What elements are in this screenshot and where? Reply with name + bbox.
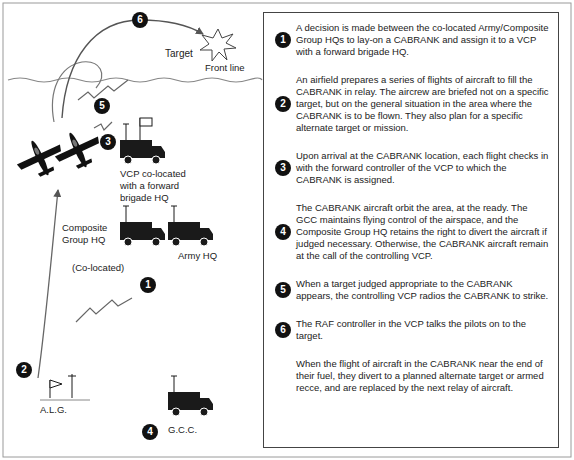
radio-signal	[78, 80, 128, 100]
callout-number: 1	[275, 32, 291, 48]
callout-number: 3	[100, 134, 116, 150]
description-panel: A decision is made between the co-locate…	[263, 12, 559, 448]
part-label: G.C.C.	[168, 424, 197, 436]
callout-number: 2	[275, 96, 291, 112]
outer-frame	[3, 3, 571, 457]
part-label: Target	[165, 48, 193, 60]
callout-number: 4	[142, 424, 158, 440]
flight-path	[38, 190, 58, 378]
airfield-ground	[40, 400, 90, 401]
composite-hq-truck	[120, 206, 165, 246]
step-text: The CABRANK aircraft orbit the area, at …	[296, 202, 550, 262]
step-text: When the flight of aircraft in the CABRA…	[296, 358, 550, 394]
step-text: An airfield prepares a series of flights…	[296, 74, 550, 134]
radio-signal	[76, 298, 132, 322]
part-label: VCP co-located with a forward brigade HQ	[120, 168, 194, 204]
callout-number: 4	[275, 224, 291, 240]
callout-number: 5	[275, 282, 291, 298]
step-text: Upon arrival at the CABRANK location, ea…	[296, 150, 550, 186]
flag	[140, 118, 152, 126]
part-label: Army HQ	[178, 250, 217, 262]
army-hq-truck	[168, 206, 213, 246]
callout-number: 5	[94, 98, 110, 114]
step-text: A decision is made between the co-locate…	[296, 22, 550, 58]
vcp-truck	[120, 124, 165, 164]
callout-number: 6	[275, 322, 291, 338]
windsock	[50, 380, 62, 388]
step-text: When a target judged appropriate to the …	[296, 278, 550, 302]
gcc-truck	[168, 376, 213, 416]
front-line	[8, 78, 262, 82]
callout-number: 2	[16, 362, 32, 378]
aircraft	[48, 123, 107, 178]
part-label: Composite Group HQ	[62, 222, 120, 246]
antenna	[72, 374, 73, 398]
part-label: A.L.G.	[40, 404, 67, 416]
strike-arrow	[62, 20, 203, 118]
callout-number: 6	[132, 12, 148, 28]
callout-number: 1	[140, 277, 156, 293]
orbit-loop	[52, 62, 101, 122]
callout-number: 3	[275, 160, 291, 176]
antenna	[68, 376, 76, 377]
part-label: Front line	[205, 62, 245, 74]
target-burst	[200, 29, 236, 61]
part-label: (Co-located)	[72, 262, 124, 274]
step-text: The RAF controller in the VCP talks the …	[296, 318, 550, 342]
radio-signal	[94, 122, 112, 130]
